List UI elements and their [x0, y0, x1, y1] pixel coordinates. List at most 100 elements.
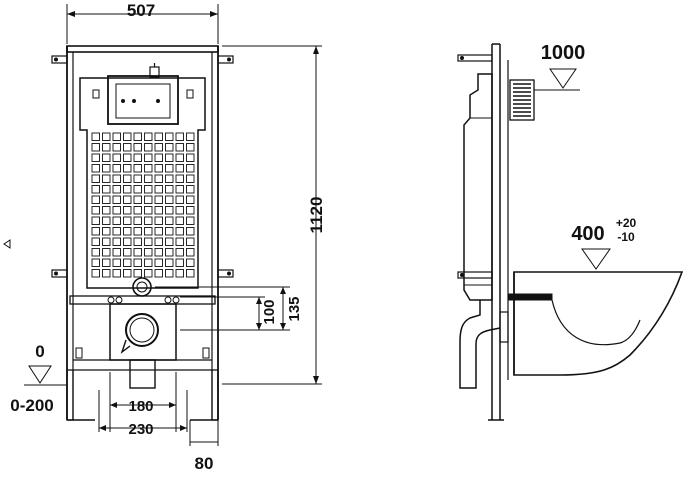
grid-tile	[165, 206, 174, 215]
grid-tile	[112, 164, 121, 173]
grid-tile	[102, 132, 111, 141]
foot-depth-dimension: 80	[189, 420, 219, 473]
height-label: 1120	[307, 197, 326, 234]
grid-tile	[144, 195, 153, 204]
grid-tile	[144, 153, 153, 162]
grid-tile	[102, 185, 111, 194]
floor-range-label: 0-200	[10, 396, 53, 415]
grid-tile	[133, 269, 142, 278]
grid-tile	[102, 258, 111, 267]
grid-tile	[144, 185, 153, 194]
flush-height-marker: 1000	[534, 42, 585, 91]
grid-tile	[165, 153, 174, 162]
grid-tile	[154, 153, 163, 162]
tolerance-minus-label: -10	[617, 230, 635, 244]
grid-tile	[175, 153, 184, 162]
grid-tile	[186, 227, 195, 236]
grid-tile	[133, 248, 142, 257]
grid-tile	[165, 164, 174, 173]
grid-tile	[91, 174, 100, 183]
front-view: 507	[3, 1, 326, 473]
grid-tile	[123, 258, 132, 267]
supply-height-label: 100	[261, 299, 278, 324]
grid-tile	[165, 132, 174, 141]
grid-tile	[102, 143, 111, 152]
grid-tile	[165, 258, 174, 267]
width-dimension: 507	[66, 1, 219, 44]
floor-level-marker: 0 0-200	[10, 342, 67, 415]
grid-tile	[112, 216, 121, 225]
grid-tile	[175, 174, 184, 183]
wall-bracket-low-left	[51, 269, 68, 278]
side-bracket-top	[457, 54, 493, 62]
grid-tile	[165, 185, 174, 194]
grid-tile	[154, 248, 163, 257]
grid-tile	[102, 237, 111, 246]
grid-tile	[102, 248, 111, 257]
grid-tile	[165, 269, 174, 278]
wall-bracket-low-right	[217, 269, 234, 278]
grid-tile	[91, 206, 100, 215]
side-view: 1000 400 +20 -10	[457, 42, 684, 421]
grid-tile	[144, 248, 153, 257]
grid-tile	[175, 164, 184, 173]
grid-tile	[112, 195, 121, 204]
wall-bracket-top-right	[217, 55, 234, 64]
grid-tile	[112, 248, 121, 257]
grid-tile	[175, 185, 184, 194]
grid-tile	[186, 174, 195, 183]
side-cistern	[463, 73, 493, 301]
grid-tile	[154, 216, 163, 225]
grid-tile	[175, 258, 184, 267]
grid-tile	[91, 248, 100, 257]
grid-tile	[175, 206, 184, 215]
grid-tile	[186, 132, 195, 141]
grid-tile	[133, 216, 142, 225]
grid-tile	[165, 216, 174, 225]
foot-depth-label: 80	[195, 454, 214, 473]
grid-tile	[154, 143, 163, 152]
grid-tile	[175, 248, 184, 257]
grid-tile	[186, 206, 195, 215]
grid-tile	[165, 227, 174, 236]
grid-tile	[165, 174, 174, 183]
grid-tile	[123, 185, 132, 194]
grid-tile	[175, 227, 184, 236]
grid-tile	[133, 258, 142, 267]
height-dimension-100: 100	[180, 296, 278, 330]
grid-tile	[112, 237, 121, 246]
grid-tile	[91, 164, 100, 173]
grid-tile	[175, 195, 184, 204]
tolerance-plus-label: +20	[616, 216, 637, 230]
grid-tile	[133, 195, 142, 204]
cistern-outline	[79, 77, 206, 289]
grid-tile	[175, 143, 184, 152]
grid-tile	[112, 153, 121, 162]
grid-tile	[186, 248, 195, 257]
grid-tile	[133, 132, 142, 141]
grid-tile	[123, 227, 132, 236]
foot-spacing-dimension: 180	[109, 372, 177, 432]
drain-height-label: 135	[286, 296, 303, 321]
grid-tile	[123, 153, 132, 162]
grid-tile	[91, 227, 100, 236]
grid-tile	[123, 164, 132, 173]
grid-tile	[133, 143, 142, 152]
grid-tile	[144, 132, 153, 141]
foot-width-label: 230	[128, 421, 153, 438]
flush-actuator	[509, 79, 535, 121]
grid-tile	[133, 153, 142, 162]
grid-tile	[154, 258, 163, 267]
grid-tile	[133, 227, 142, 236]
grid-tile	[102, 227, 111, 236]
grid-tile	[186, 237, 195, 246]
grid-tile	[165, 237, 174, 246]
grid-tile	[144, 174, 153, 183]
grid-tile	[91, 216, 100, 225]
grid-tile	[102, 269, 111, 278]
height-dimension-1120: 1120	[222, 45, 326, 385]
wall-bracket-top-left	[51, 55, 68, 64]
grid-tile	[186, 164, 195, 173]
grid-tile	[175, 132, 184, 141]
grid-tile	[186, 269, 195, 278]
